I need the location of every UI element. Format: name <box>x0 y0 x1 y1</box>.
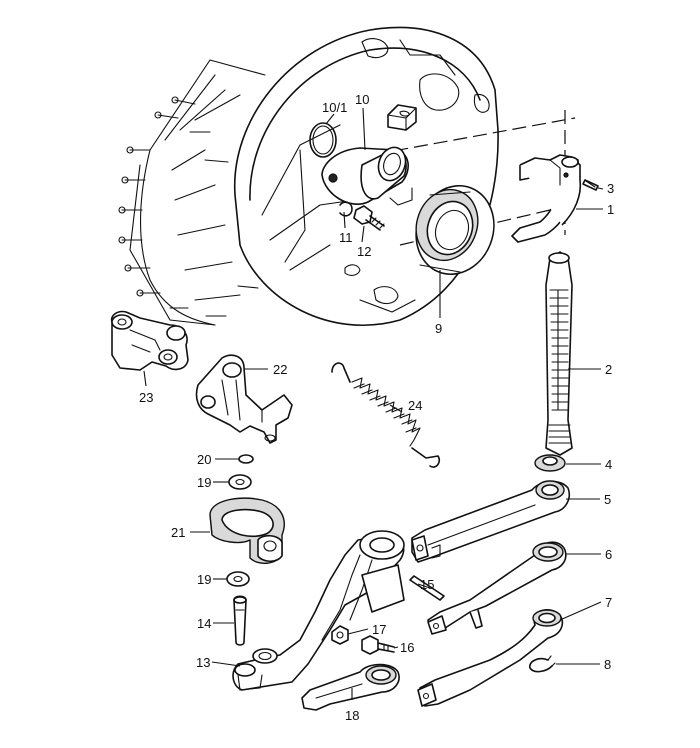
callout-8: 8 <box>604 657 611 672</box>
tension-spring <box>331 362 441 468</box>
callout-2: 2 <box>605 362 612 377</box>
lever-middle <box>427 541 567 635</box>
callout-labels: 10/1 10 11 12 9 3 1 2 4 5 6 7 8 15 16 17… <box>139 92 614 723</box>
callout-9: 9 <box>435 321 442 336</box>
callout-6: 6 <box>605 547 612 562</box>
mounting-bracket <box>110 310 189 371</box>
release-fork <box>511 154 582 243</box>
callout-1: 1 <box>607 202 614 217</box>
circlip <box>528 655 556 673</box>
spring-cup <box>209 497 285 564</box>
dowel-pin <box>409 575 445 601</box>
callout-22: 22 <box>273 362 287 377</box>
bracket <box>195 354 293 444</box>
callout-14: 14 <box>197 616 211 631</box>
callout-12: 12 <box>357 244 371 259</box>
callout-19-lower: 19 <box>197 572 211 587</box>
small-ring <box>238 454 254 464</box>
callout-16: 16 <box>400 640 414 655</box>
lever-upper <box>411 480 571 563</box>
lock-washer <box>339 201 353 217</box>
release-bearing <box>415 184 495 276</box>
leader-lines <box>143 107 604 700</box>
callout-15: 15 <box>420 577 434 592</box>
lever-lower <box>417 609 564 707</box>
callout-13: 13 <box>196 655 210 670</box>
main-lever <box>232 530 405 691</box>
guide-tube <box>321 146 413 206</box>
o-ring <box>309 122 337 158</box>
hex-bolt <box>361 635 395 655</box>
callout-4: 4 <box>605 457 612 472</box>
callout-24: 24 <box>408 398 422 413</box>
splined-shaft <box>545 251 573 456</box>
callout-19-upper: 19 <box>197 475 211 490</box>
bolt <box>353 205 385 231</box>
roll-pin <box>582 179 599 191</box>
callout-17: 17 <box>372 622 386 637</box>
callout-20: 20 <box>197 452 211 467</box>
pivot-pin <box>233 595 247 646</box>
spacer-washer <box>534 454 566 472</box>
callout-23: 23 <box>139 390 153 405</box>
callout-3: 3 <box>607 181 614 196</box>
housing-studs <box>118 96 259 317</box>
callout-10-1: 10/1 <box>322 100 347 115</box>
nut <box>331 625 349 645</box>
callout-10: 10 <box>355 92 369 107</box>
washer-upper <box>228 474 252 490</box>
short-lever <box>301 663 400 711</box>
transmission-housing <box>118 26 499 326</box>
washer-lower <box>226 571 250 587</box>
callout-5: 5 <box>604 492 611 507</box>
callout-21: 21 <box>171 525 185 540</box>
callout-18: 18 <box>345 708 359 723</box>
callout-7: 7 <box>605 595 612 610</box>
callout-11: 11 <box>339 230 353 245</box>
